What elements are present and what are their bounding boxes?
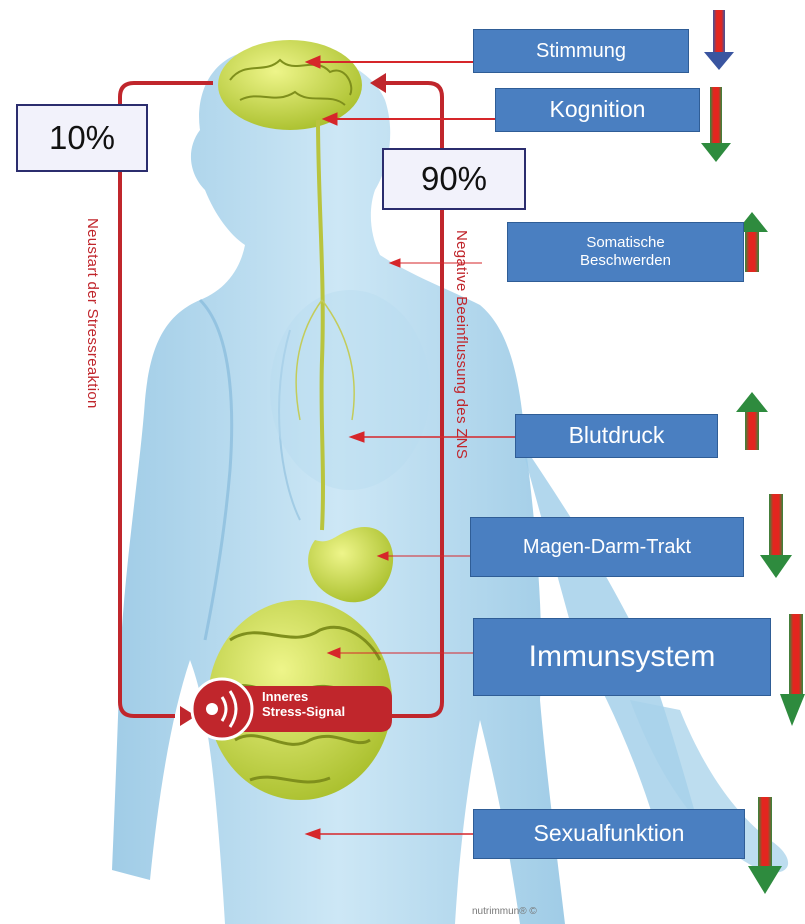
percent-right-text: 90% — [421, 160, 487, 198]
effect-label-somatische: Somatische Beschwerden — [566, 234, 686, 270]
effect-label-blutdruck: Blutdruck — [569, 422, 665, 450]
brain — [218, 40, 362, 130]
effect-box-immunsystem: Immunsystem — [473, 618, 771, 696]
percent-box-left: 10% — [16, 104, 148, 172]
trend-arrow-stimmung — [704, 10, 734, 70]
effect-box-magen: Magen-Darm-Trakt — [470, 517, 744, 577]
effect-box-stimmung: Stimmung — [473, 29, 689, 73]
loop-right-label: Negative Beeinflussung des ZNS — [453, 230, 470, 459]
copyright-text: nutrimmun® © — [472, 906, 537, 917]
effect-label-kognition: Kognition — [550, 96, 646, 124]
loop-left-label: Neustart der Stressreaktion — [84, 218, 101, 409]
stress-signal-line1: Inneres — [262, 690, 345, 705]
stress-signal-line2: Stress-Signal — [262, 705, 345, 720]
trend-arrow-blutdruck — [736, 392, 768, 450]
effect-label-magen: Magen-Darm-Trakt — [523, 535, 691, 559]
effect-label-stimmung: Stimmung — [536, 39, 626, 63]
effect-box-blutdruck: Blutdruck — [515, 414, 718, 458]
effect-box-somatische: Somatische Beschwerden — [507, 222, 744, 282]
trend-arrow-magen — [760, 494, 792, 578]
percent-left-text: 10% — [49, 119, 115, 157]
percent-box-right: 90% — [382, 148, 526, 210]
trend-arrow-immunsystem — [780, 614, 805, 726]
effect-label-immunsystem: Immunsystem — [529, 639, 716, 675]
stress-signal-label: Inneres Stress-Signal — [262, 690, 345, 720]
effect-box-sexualfunktion: Sexualfunktion — [473, 809, 745, 859]
effect-label-sexualfunktion: Sexualfunktion — [534, 820, 685, 848]
trend-arrow-kognition — [701, 87, 731, 162]
effect-box-kognition: Kognition — [495, 88, 700, 132]
